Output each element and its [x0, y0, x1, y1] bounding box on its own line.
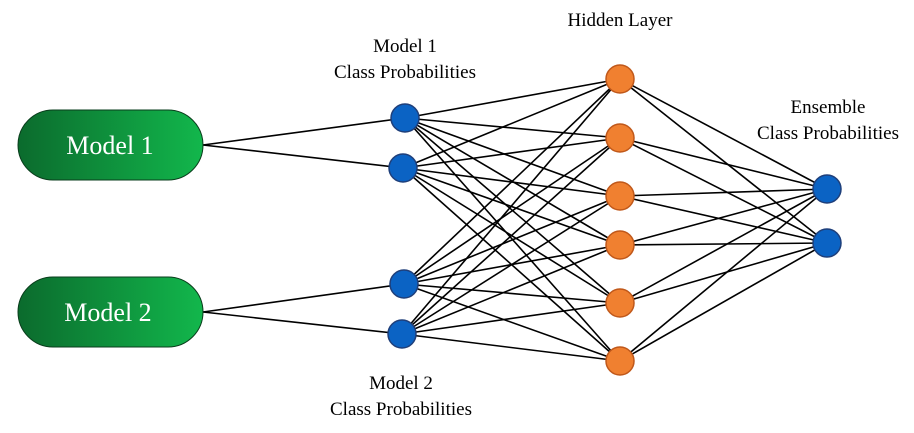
hidden-node-1 [605, 64, 635, 94]
hidden-node-2 [605, 123, 635, 153]
edge-hidden-3-to-output-1 [619, 188, 828, 197]
edge-model-1-to-input-2 [202, 144, 404, 169]
edge-input-3-to-hidden-1 [403, 78, 621, 285]
input-node-3 [389, 269, 419, 299]
model-1-probs-line-1: Model 1 [373, 36, 437, 57]
edge-input-4-to-hidden-4 [401, 244, 621, 335]
model-2-probs-line-2: Class Probabilities [330, 399, 472, 420]
ensemble-probs-line-2: Class Probabilities [757, 123, 899, 144]
edge-input-4-to-hidden-1 [401, 78, 621, 335]
edge-input-3-to-hidden-5 [403, 283, 621, 304]
ensemble-probs-line-1: Ensemble [791, 97, 866, 118]
edge-hidden-2-to-output-2 [619, 137, 828, 244]
edge-input-4-to-hidden-2 [401, 137, 621, 335]
hidden-node-5 [605, 288, 635, 318]
output-node-1 [812, 174, 842, 204]
input-node-2 [388, 153, 418, 183]
edge-input-3-to-hidden-6 [403, 283, 621, 362]
model-1-box: Model 1 [17, 109, 204, 181]
input-node-1 [390, 103, 420, 133]
output-node-2 [812, 228, 842, 258]
connections [202, 78, 828, 362]
edge-input-2-to-hidden-1 [402, 78, 621, 169]
edge-input-3-to-hidden-3 [403, 195, 621, 285]
hidden-node-3 [605, 181, 635, 211]
edge-hidden-6-to-output-1 [619, 188, 828, 362]
edge-hidden-6-to-output-2 [619, 242, 828, 362]
edge-input-1-to-hidden-3 [404, 117, 621, 197]
edge-hidden-1-to-output-1 [619, 78, 828, 190]
model-2-box: Model 2 [17, 276, 204, 348]
network-nodes [387, 64, 842, 376]
model-2-label: Model 2 [64, 298, 151, 327]
model-1-label: Model 1 [66, 131, 153, 160]
edge-hidden-1-to-output-2 [619, 78, 828, 244]
edge-input-4-to-hidden-5 [401, 302, 621, 335]
edge-input-1-to-hidden-1 [404, 78, 621, 119]
edge-input-2-to-hidden-2 [402, 137, 621, 169]
edge-hidden-2-to-output-1 [619, 137, 828, 190]
hidden-node-4 [605, 230, 635, 260]
edge-hidden-5-to-output-2 [619, 242, 828, 304]
edge-hidden-4-to-output-1 [619, 188, 828, 246]
edge-hidden-4-to-output-2 [619, 242, 828, 246]
edge-input-1-to-hidden-2 [404, 117, 621, 139]
edge-hidden-3-to-output-2 [619, 195, 828, 244]
edge-input-3-to-hidden-2 [403, 137, 621, 285]
hidden-layer-label: Hidden Layer [568, 10, 674, 31]
edge-model-2-to-input-4 [202, 311, 403, 335]
model-2-probs-line-1: Model 2 [369, 373, 433, 394]
edge-model-2-to-input-3 [202, 283, 405, 313]
hidden-node-6 [605, 346, 635, 376]
edge-input-4-to-hidden-6 [401, 333, 621, 362]
edge-hidden-5-to-output-1 [619, 188, 828, 304]
edge-model-1-to-input-1 [202, 117, 406, 146]
input-node-4 [387, 319, 417, 349]
model-1-probs-line-2: Class Probabilities [334, 62, 476, 83]
edge-input-4-to-hidden-3 [401, 195, 621, 335]
